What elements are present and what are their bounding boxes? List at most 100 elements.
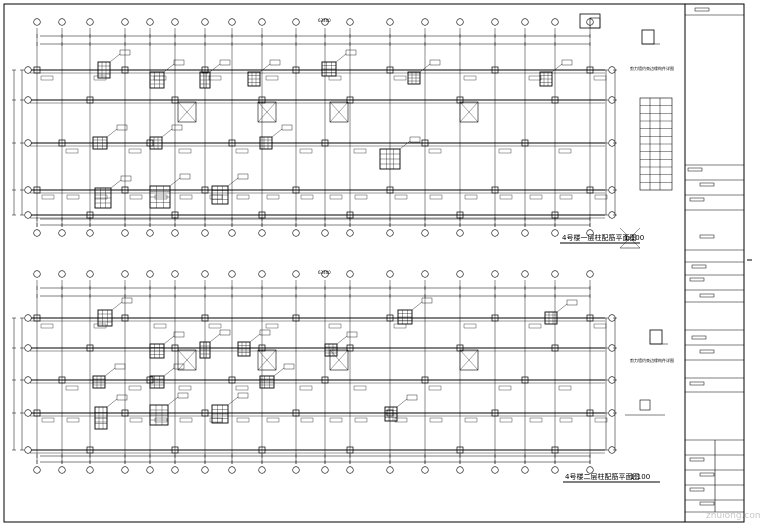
axis-bubble-top: [421, 18, 429, 26]
column-small: [86, 211, 94, 219]
axis-bubble-top: [292, 18, 300, 26]
shaft-cross: [177, 101, 197, 123]
tag-box: [237, 392, 249, 399]
leader-line: [106, 398, 118, 408]
leader-line: [411, 301, 423, 311]
title-block-entry: [699, 501, 715, 506]
column-small: [346, 344, 354, 352]
axis-bubble-bottom: [58, 229, 66, 237]
label-tag: [559, 194, 573, 200]
column-small: [491, 186, 499, 194]
tag-box: [409, 136, 421, 143]
axis-bubble-bottom: [586, 466, 594, 474]
tag-box: [429, 59, 441, 66]
label-tag: [208, 323, 222, 329]
leader-line: [167, 396, 179, 406]
axis-bubble-top: [258, 270, 266, 278]
column-small: [551, 344, 559, 352]
label-tag: [428, 385, 442, 391]
label-tag: [128, 148, 142, 154]
label-tag: [559, 417, 573, 423]
leader-line: [399, 140, 411, 150]
leader-line: [110, 179, 122, 189]
column-small: [33, 409, 41, 417]
label-tag: [154, 417, 168, 423]
plan2-overall-dimension: 63400: [318, 270, 331, 275]
axis-bubble-top: [58, 270, 66, 278]
plan1-scale: 1:100: [624, 234, 644, 242]
tag-box: [561, 59, 573, 66]
leader-line: [336, 335, 348, 345]
axis-bubble-bottom: [121, 229, 129, 237]
label-tag: [154, 194, 168, 200]
axis-bubble-top: [121, 18, 129, 26]
title-block-entry: [689, 381, 705, 386]
label-tag: [328, 75, 342, 81]
leader-line: [161, 128, 173, 138]
label-tag: [593, 75, 607, 81]
leader-line: [163, 367, 175, 377]
label-tag: [594, 417, 608, 423]
detail-mark: [619, 227, 641, 249]
column-small: [201, 409, 209, 417]
column-small: [346, 211, 354, 219]
label-tag: [353, 148, 367, 154]
label-tag: [178, 148, 192, 154]
column-small: [386, 66, 394, 74]
axis-bubble-top: [321, 18, 329, 26]
axis-bubble-top: [551, 18, 559, 26]
label-tag: [463, 323, 477, 329]
label-tag: [65, 385, 79, 391]
axis-bubble-top: [456, 18, 464, 26]
axis-bubble-bottom: [421, 466, 429, 474]
column-small: [201, 186, 209, 194]
axis-bubble-bottom: [386, 229, 394, 237]
axis-bubble-left: [24, 409, 32, 417]
column-small: [586, 314, 594, 322]
plan-floor-2: [12, 270, 617, 474]
tag-box: [237, 173, 249, 180]
column-small: [171, 96, 179, 104]
label-tag: [464, 417, 478, 423]
column-small: [586, 186, 594, 194]
leader-line: [249, 333, 261, 343]
axis-bubble-top: [86, 270, 94, 278]
axis-bubble-top: [292, 270, 300, 278]
column-small: [86, 344, 94, 352]
plan2-scale: 1:100: [630, 473, 650, 481]
shaft-box: [329, 101, 349, 123]
label-tag: [594, 194, 608, 200]
column-small: [386, 314, 394, 322]
axis-bubble-bottom: [258, 229, 266, 237]
label-tag: [41, 194, 55, 200]
column-small: [33, 314, 41, 322]
detail-box-inner: [589, 17, 601, 29]
column-small: [86, 96, 94, 104]
axis-bubble-bottom: [58, 466, 66, 474]
title-block-entry: [699, 472, 715, 477]
label-tag: [529, 417, 543, 423]
label-tag: [178, 385, 192, 391]
label-tag: [66, 194, 80, 200]
axis-bubble-top: [146, 18, 154, 26]
axis-bubble-bottom: [201, 229, 209, 237]
column-small: [551, 96, 559, 104]
column-small: [171, 344, 179, 352]
column-small: [551, 446, 559, 454]
label-tag: [128, 385, 142, 391]
label-tag: [393, 323, 407, 329]
axis-bubble-top: [201, 18, 209, 26]
axis-bubble-left: [24, 211, 32, 219]
column-small: [228, 376, 236, 384]
label-tag: [528, 75, 542, 81]
title-block-entry: [689, 197, 705, 202]
axis-bubble-top: [171, 18, 179, 26]
column-small: [58, 139, 66, 147]
shaft-cross: [177, 349, 197, 371]
column-small: [456, 446, 464, 454]
label-tag: [329, 194, 343, 200]
title-block-entry: [691, 264, 707, 269]
axis-bubble-bottom: [491, 466, 499, 474]
axis-bubble-bottom: [228, 229, 236, 237]
